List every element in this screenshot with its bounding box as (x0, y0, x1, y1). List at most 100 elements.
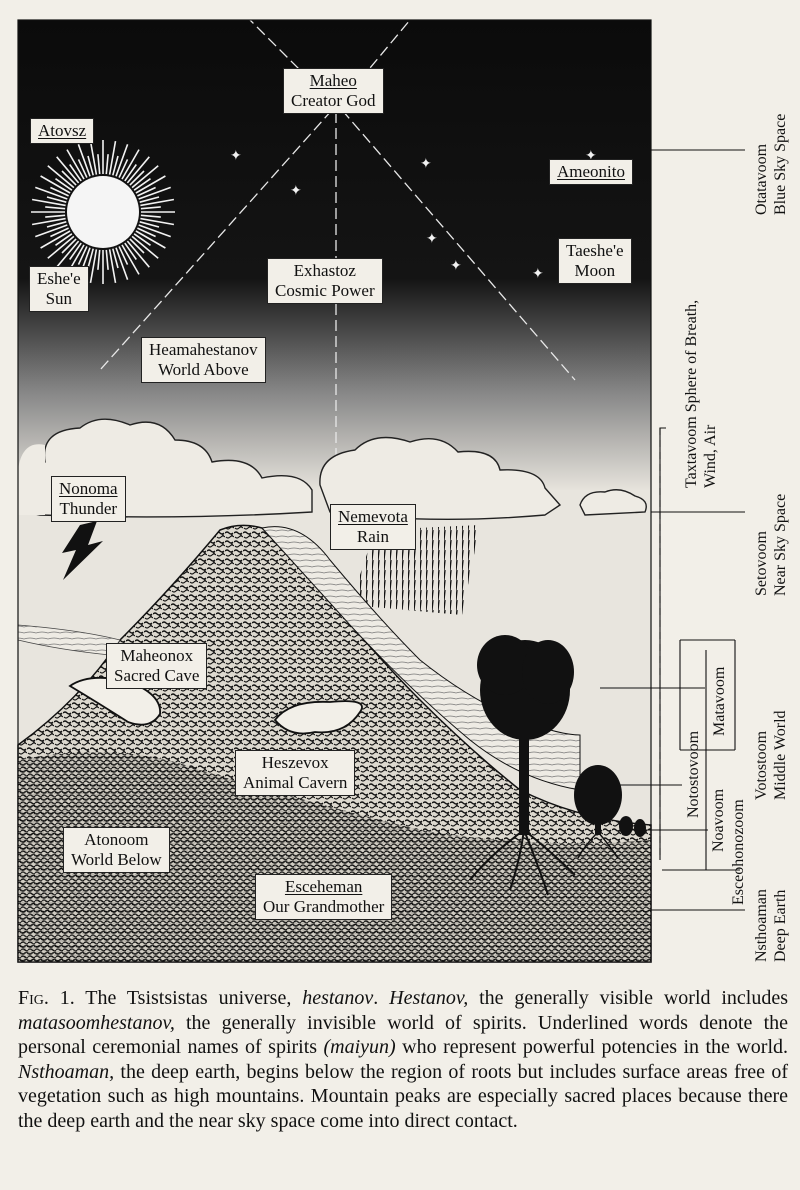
sun-ray (126, 240, 150, 268)
sun-ray (97, 249, 101, 270)
side-label-otatavoom: Otatavoom Blue Sky Space (752, 114, 790, 215)
sun-ray (61, 238, 77, 254)
label-taeshe: Taeshe'e Moon (558, 238, 632, 284)
side-label-taxtavoom: Taxtavoom Sphere of Breath, Wind, Air (682, 300, 720, 488)
label-esceheman-desc: Our Grandmother (263, 897, 385, 916)
sun-ray (50, 186, 69, 197)
side-label-noavoom: Noavoom (709, 789, 728, 852)
sun-ray (108, 140, 117, 175)
sun-ray (118, 246, 129, 265)
label-heamahestanov-line2: World Above (157, 360, 249, 379)
caption-term-hestanov: hestanov (302, 987, 374, 1009)
sun-ray (46, 196, 67, 203)
side-label-esceohonozoom: Esceohonozoom (729, 799, 748, 905)
sun-ray (121, 149, 140, 180)
sun-ray (56, 240, 80, 268)
label-exhastoz-line2: Cosmic Power (275, 281, 375, 300)
side-label-otatavoom-line2: Blue Sky Space (772, 113, 789, 215)
label-maheonox-line2: Sacred Cave (114, 666, 200, 685)
sun-ray (77, 246, 88, 265)
sun-ray (131, 165, 159, 189)
side-label-taxtavoom-line1: Taxtavoom Sphere of Breath, (683, 299, 700, 488)
label-exhastoz-line1: Exhastoz (293, 261, 356, 280)
sun-ray (87, 248, 94, 269)
figure-caption: Fig. 1. The Tsistsistas universe, hestan… (18, 986, 788, 1133)
sun-ray (56, 156, 80, 184)
label-atonoom-line1: Atonoom (84, 830, 149, 849)
sun-ray (69, 242, 82, 260)
sun-ray (140, 206, 161, 210)
side-label-notostovoom-line1: Notostovoom (685, 730, 702, 818)
sun-ray (77, 144, 91, 177)
sun-ray (133, 178, 151, 191)
sun-ray (55, 233, 73, 246)
label-esceheman-name: Esceheman (284, 877, 363, 896)
caption-text-5: who represent powerful potencies in the … (395, 1036, 788, 1058)
side-label-votostoom-line2: Middle World (772, 710, 789, 800)
label-atonoom: Atonoom World Below (63, 827, 170, 873)
side-label-setovoom: Setovoom Near Sky Space (752, 494, 790, 596)
caption-text-1: The Tsistsistas universe, (74, 987, 303, 1009)
label-maheonox: Maheonox Sacred Cave (106, 643, 208, 689)
caption-term-maiyun: (maiyun) (323, 1036, 396, 1058)
sun-ray (121, 244, 140, 275)
sun-ray (133, 233, 151, 246)
sun-ray (45, 214, 66, 218)
svg-text:✦: ✦ (290, 183, 302, 199)
svg-text:✦: ✦ (532, 266, 544, 282)
caption-figure-number: Fig. 1. (18, 987, 75, 1009)
label-nemevota-desc: Rain (356, 527, 389, 546)
side-label-taxtavoom-line2: Wind, Air (702, 424, 719, 488)
tree-small (574, 765, 646, 859)
side-label-esceohonozoom-line1: Esceohonozoom (730, 799, 747, 905)
label-taeshe-line1: Taeshe'e (566, 241, 624, 260)
label-nemevota: Nemevota Rain (330, 504, 416, 550)
sun-ray (112, 155, 119, 176)
sun-ray (115, 144, 129, 177)
side-label-nsthoaman-line2: Deep Earth (772, 889, 789, 962)
sun-ray (124, 242, 137, 260)
label-eshe-line2: Sun (45, 289, 73, 308)
side-label-votostoom: Votostoom Middle World (752, 710, 790, 800)
lightning-icon (62, 521, 103, 580)
label-heamahestanov-line1: Heamahestanov (149, 340, 258, 359)
label-nemevota-name: Nemevota (338, 507, 408, 526)
sun-ray (135, 175, 166, 194)
label-maheo-name: Maheo (309, 71, 357, 90)
label-heszevox-line1: Heszevox (261, 753, 329, 772)
svg-text:✦: ✦ (420, 156, 432, 172)
label-eshe-line1: Eshe'e (37, 269, 81, 288)
sun-ray (115, 247, 129, 280)
tree-large (469, 635, 576, 896)
side-label-noavoom-line1: Noavoom (710, 788, 727, 852)
sun-ray (140, 217, 175, 226)
sun-ray (47, 235, 75, 259)
side-label-nsthoaman-line1: Nsthoaman (753, 889, 770, 962)
caption-text-6: the deep earth, begins below the region … (18, 1060, 788, 1132)
sun-ray (35, 224, 68, 238)
caption-term-hestanov-2: Hestanov, (389, 987, 469, 1009)
sun-ray (89, 140, 98, 175)
sun-ray (124, 164, 137, 182)
caption-text-4: the generally invisible world of spirits… (18, 1011, 788, 1059)
sun-ray (140, 214, 161, 218)
label-maheo: Maheo Creator God (283, 68, 384, 114)
sun-ray (55, 178, 73, 191)
side-label-setovoom-line2: Near Sky Space (772, 493, 789, 596)
sun-ray (50, 227, 69, 238)
sun-ray (118, 159, 129, 178)
caption-text-2: . (373, 987, 390, 1009)
label-nonoma-desc: Thunder (59, 499, 118, 518)
sun-ray (137, 227, 156, 238)
side-label-matavoom-line1: Matavoom (711, 666, 728, 736)
sun-ray (131, 235, 159, 259)
sun-ray (97, 154, 101, 175)
label-atovsz: Atovsz (30, 118, 95, 144)
sun-ray (105, 154, 109, 175)
sun-icon (31, 140, 175, 284)
label-atovsz-name: Atovsz (38, 121, 87, 140)
sun-ray (46, 221, 67, 228)
side-label-setovoom-line1: Setovoom (753, 531, 770, 596)
label-heszevox: Heszevox Animal Cavern (235, 750, 356, 796)
